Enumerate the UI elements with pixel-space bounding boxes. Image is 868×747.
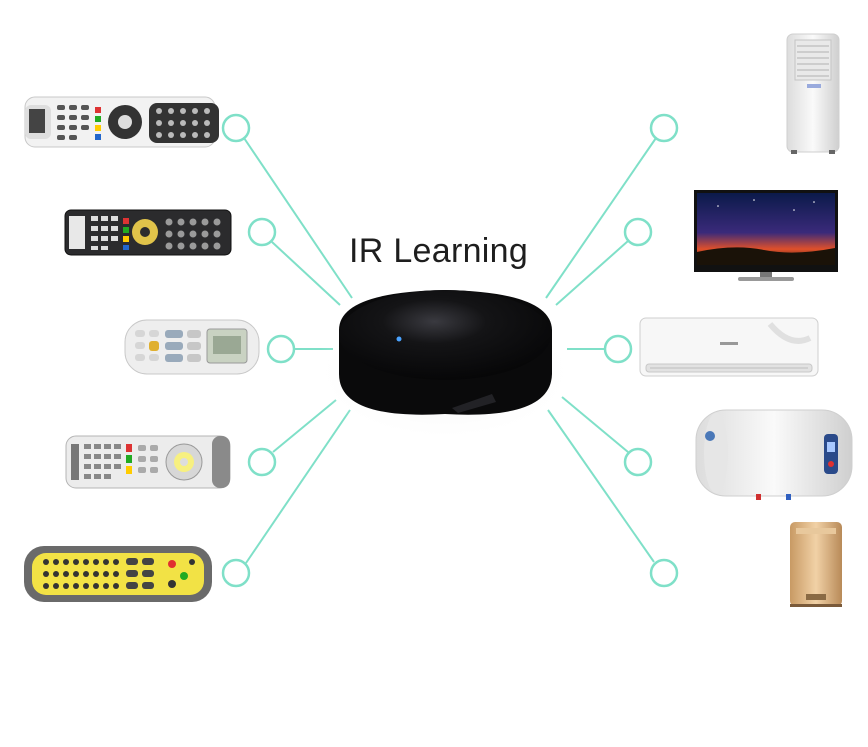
connector-node — [623, 217, 653, 247]
connector-line — [555, 240, 629, 306]
connector-node — [623, 447, 653, 477]
connector-node — [247, 447, 277, 477]
connector-node — [603, 334, 633, 364]
connector-nodes — [221, 113, 679, 588]
connector-line — [272, 399, 337, 453]
wall-air-conditioner — [639, 317, 819, 377]
tv-remote-white — [24, 96, 219, 148]
connector-node — [221, 558, 251, 588]
connector-node — [247, 217, 277, 247]
led-indicator-icon — [396, 336, 402, 342]
yellow-remote — [24, 546, 212, 602]
connector-line — [547, 409, 655, 563]
connector-lines — [243, 137, 657, 564]
connector-line — [245, 409, 351, 564]
ir-blaster-hub — [313, 290, 577, 442]
connector-line — [271, 241, 341, 306]
connector-node — [649, 113, 679, 143]
connector-line — [545, 137, 657, 299]
air-purifier — [790, 522, 842, 607]
settop-box-remote — [65, 435, 231, 489]
connector-node — [221, 113, 251, 143]
connector-node — [649, 558, 679, 588]
air-conditioner-remote — [124, 319, 260, 375]
portable-air-conditioner — [786, 33, 840, 154]
diagram-title: IR Learning — [349, 232, 529, 270]
television — [694, 190, 838, 281]
electric-water-heater — [695, 409, 853, 500]
connector-node — [266, 334, 296, 364]
universal-remote-black — [64, 209, 232, 256]
connector-line — [243, 137, 353, 299]
connector-line — [561, 396, 629, 453]
